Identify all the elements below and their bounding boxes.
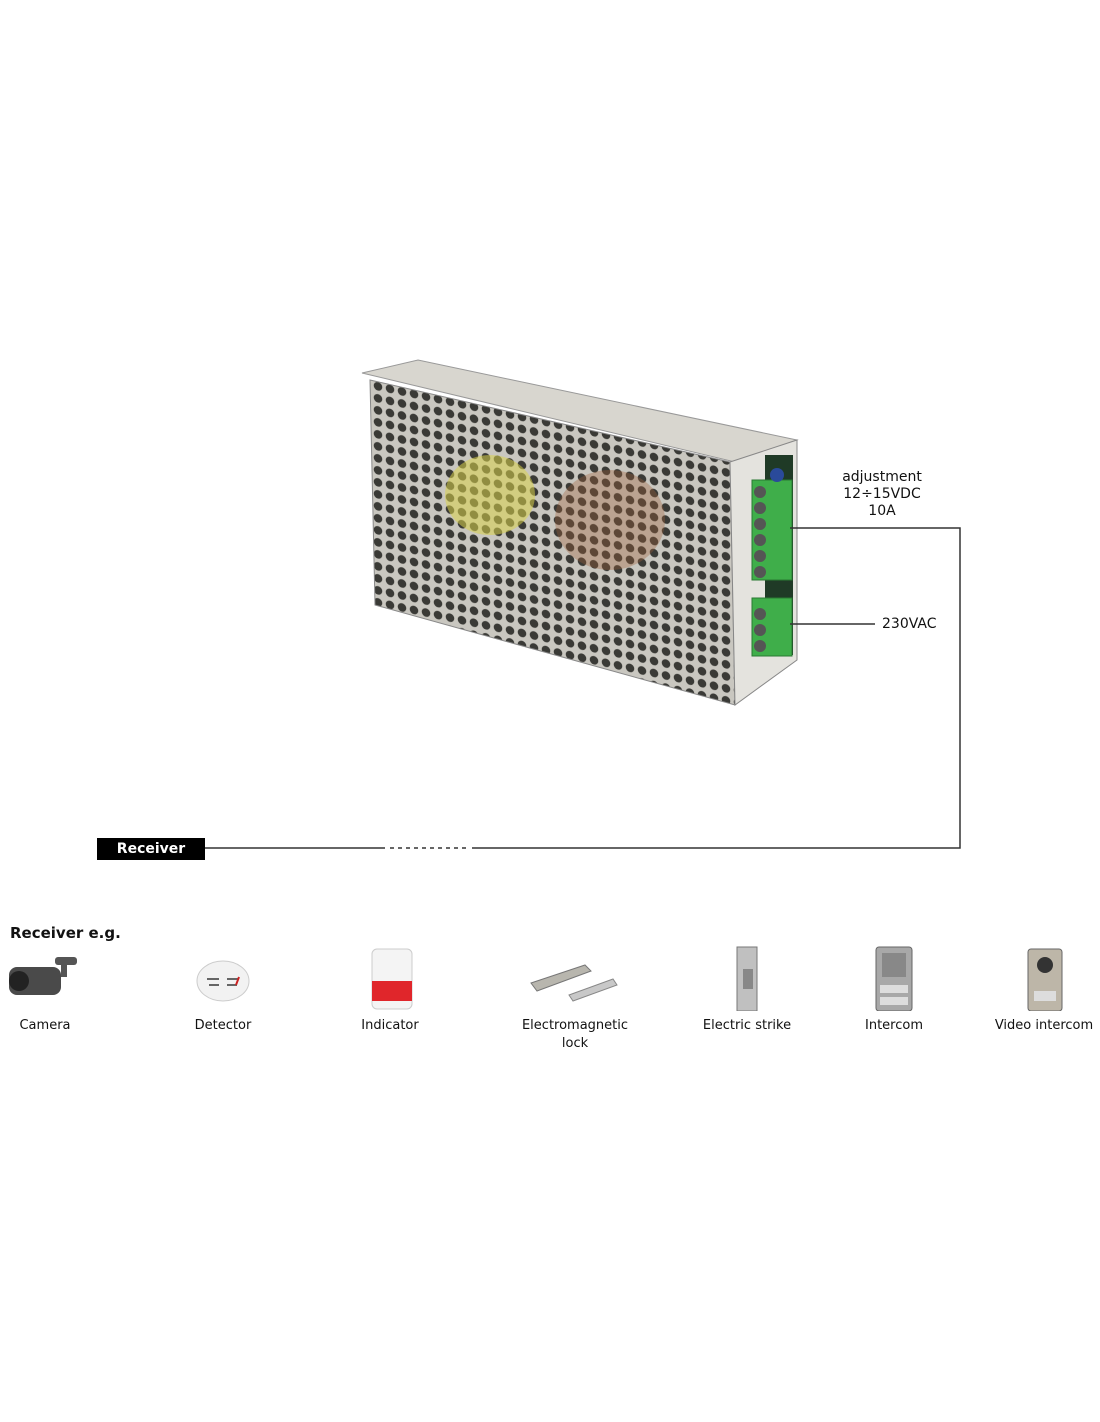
camera-icon: [9, 957, 77, 995]
receiver-label: Receiver: [97, 838, 205, 860]
example-em-lock: Electromagnetic lock: [505, 945, 645, 1053]
output-spec-line: 10A: [868, 503, 896, 519]
electric-strike-icon: [736, 946, 758, 1011]
input-spec-label: 230VAC: [882, 616, 937, 632]
output-spec-line: 12÷15VDC: [843, 486, 921, 502]
output-spec-line: adjustment: [842, 469, 922, 485]
power-supply-diagram: [205, 359, 961, 849]
output-spec-label: adjustment 12÷15VDC 10A: [822, 469, 942, 520]
example-label: Video intercom: [994, 1018, 1094, 1033]
wiring: [205, 527, 961, 849]
example-camera: Camera: [0, 945, 115, 1035]
example-label: Electric strike: [702, 1018, 792, 1033]
output-wire: [472, 527, 961, 849]
electromagnetic-lock-icon: [530, 964, 618, 1002]
example-intercom: Intercom: [824, 945, 964, 1035]
adjustment-potentiometer: [770, 468, 784, 482]
intercom-icon: [875, 946, 913, 1011]
examples-title: Receiver e.g.: [10, 924, 121, 942]
example-electric-strike: Electric strike: [677, 945, 817, 1035]
video-intercom-icon: [1027, 948, 1063, 1011]
example-label: Camera: [19, 1018, 71, 1033]
example-label: Electromagnetic lock: [521, 1018, 629, 1051]
siren-indicator-icon: [371, 948, 413, 1010]
example-label: Intercom: [865, 1018, 923, 1033]
example-label: Detector: [194, 1018, 252, 1033]
example-label: Indicator: [361, 1018, 419, 1033]
power-supply-unit: [361, 359, 799, 706]
example-video-intercom: Video intercom: [974, 945, 1100, 1035]
example-detector: Detector: [153, 945, 293, 1035]
example-indicator: Indicator: [320, 945, 460, 1035]
input-terminal-block: [751, 597, 793, 657]
output-terminal-block: [751, 468, 793, 581]
smoke-detector-icon: [196, 960, 250, 1002]
